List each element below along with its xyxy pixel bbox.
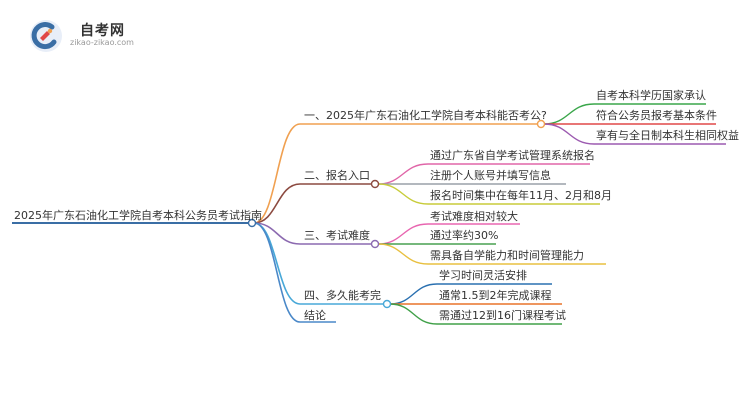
branch-2-node <box>370 179 380 189</box>
branch-4-label: 四、多久能考完 <box>304 289 381 302</box>
leaf-4-1: 学习时间灵活安排 <box>439 269 527 282</box>
leaf-2-2: 注册个人账号并填写信息 <box>430 169 551 182</box>
branch-1-node <box>536 119 546 129</box>
leaf-4-3-connector <box>389 303 438 325</box>
branch-4-connector <box>253 222 301 305</box>
root-node <box>247 218 257 228</box>
leaf-3-1: 考试难度相对较大 <box>430 210 518 223</box>
root-topic: 2025年广东石油化工学院自考本科公务员考试指南 <box>14 209 262 222</box>
branch-3-node <box>370 239 380 249</box>
branch-1-connector <box>253 123 301 224</box>
branch-5-label: 结论 <box>304 309 326 322</box>
leaf-3-2: 通过率约30% <box>430 229 499 242</box>
branch-2-connector <box>253 183 301 224</box>
leaf-3-3-connector <box>377 243 429 265</box>
branch-2-label: 二、报名入口 <box>304 169 370 182</box>
leaf-2-3: 报名时间集中在每年11月、2月和8月 <box>430 189 612 202</box>
leaf-1-1: 自考本科学历国家承认 <box>596 89 706 102</box>
branch-4-node <box>382 299 392 309</box>
leaf-1-3-connector <box>543 123 595 145</box>
leaf-2-1-connector <box>377 163 429 185</box>
leaf-2-3-connector <box>377 183 429 205</box>
leaf-1-2: 符合公务员报考基本条件 <box>596 109 717 122</box>
branch-1-label: 一、2025年广东石油化工学院自考本科能否考公? <box>304 109 547 122</box>
leaf-4-3: 需通过12到16门课程考试 <box>439 309 566 322</box>
zikao-logo-icon <box>30 20 62 52</box>
leaf-1-1-connector <box>543 103 595 125</box>
branch-5-connector <box>253 222 301 323</box>
leaf-4-1-connector <box>389 283 438 305</box>
leaf-1-3: 享有与全日制本科生相同权益 <box>596 129 739 142</box>
leaf-3-1-connector <box>377 223 429 245</box>
branch-3-label: 三、考试难度 <box>304 229 370 242</box>
leaf-2-1: 通过广东省自学考试管理系统报名 <box>430 149 595 162</box>
leaf-3-3: 需具备自学能力和时间管理能力 <box>430 249 584 262</box>
brand-url: zikao-zikao.com <box>70 38 134 47</box>
leaf-4-2: 通常1.5到2年完成课程 <box>439 289 552 302</box>
branch-3-connector <box>253 222 301 245</box>
brand-name: 自考网 <box>80 23 125 39</box>
